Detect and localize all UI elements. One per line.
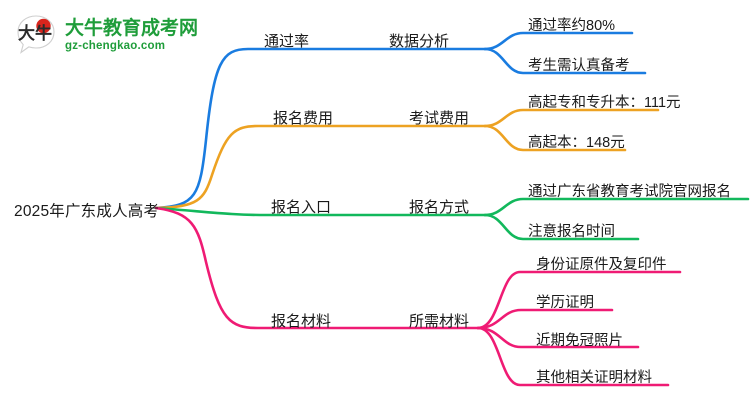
node-level1-baomingrukou[interactable]: 报名入口 [271, 199, 332, 216]
node-level2-baomingfangshi[interactable]: 报名方式 [409, 199, 470, 216]
leaf-orange-2[interactable]: 高起本：148元 [528, 135, 625, 151]
node-level2-shujufenxi[interactable]: 数据分析 [389, 33, 450, 50]
leaf-pink-4[interactable]: 其他相关证明材料 [536, 370, 652, 386]
blue-root-curve [154, 47, 487, 210]
node-level2-suoxucailiao[interactable]: 所需材料 [409, 313, 470, 330]
pink-fork-2 [476, 308, 614, 330]
logo-mark-icon: 大牛 [14, 13, 58, 57]
node-level1-baomingfeiyong[interactable]: 报名费用 [273, 110, 334, 127]
leaf-pink-2[interactable]: 学历证明 [536, 295, 594, 311]
leaf-pink-1[interactable]: 身份证原件及复印件 [536, 257, 667, 273]
leaf-green-1[interactable]: 通过广东省教育考试院官网报名 [528, 184, 731, 200]
logo-title-en: gz-chengkao.com [65, 40, 166, 52]
logo-text-block: 大牛教育成考网 gz-chengkao.com [65, 17, 198, 53]
orange-fork-upper [483, 108, 660, 128]
logo-mark-text: 大牛 [18, 23, 52, 43]
logo-title-cn: 大牛教育成考网 [65, 18, 199, 39]
green-fork-upper [483, 197, 750, 217]
node-level2-kaoshifeiyong[interactable]: 考试费用 [409, 110, 470, 127]
root-node[interactable]: 2025年广东成人高考 [14, 203, 160, 220]
node-level1-tongguolv[interactable]: 通过率 [264, 33, 310, 50]
leaf-pink-3[interactable]: 近期免冠照片 [536, 333, 623, 349]
site-logo: 大牛 大牛教育成考网 gz-chengkao.com [14, 11, 198, 59]
leaf-blue-1[interactable]: 通过率约80% [528, 18, 616, 34]
blue-fork-upper [483, 31, 634, 51]
leaf-orange-1[interactable]: 高起专和专升本：111元 [528, 95, 681, 111]
leaf-green-2[interactable]: 注意报名时间 [528, 224, 615, 240]
red-dot-accent [36, 18, 51, 34]
leaf-blue-2[interactable]: 考生需认真备考 [528, 58, 630, 74]
node-level1-baomingcailiao[interactable]: 报名材料 [271, 313, 332, 330]
